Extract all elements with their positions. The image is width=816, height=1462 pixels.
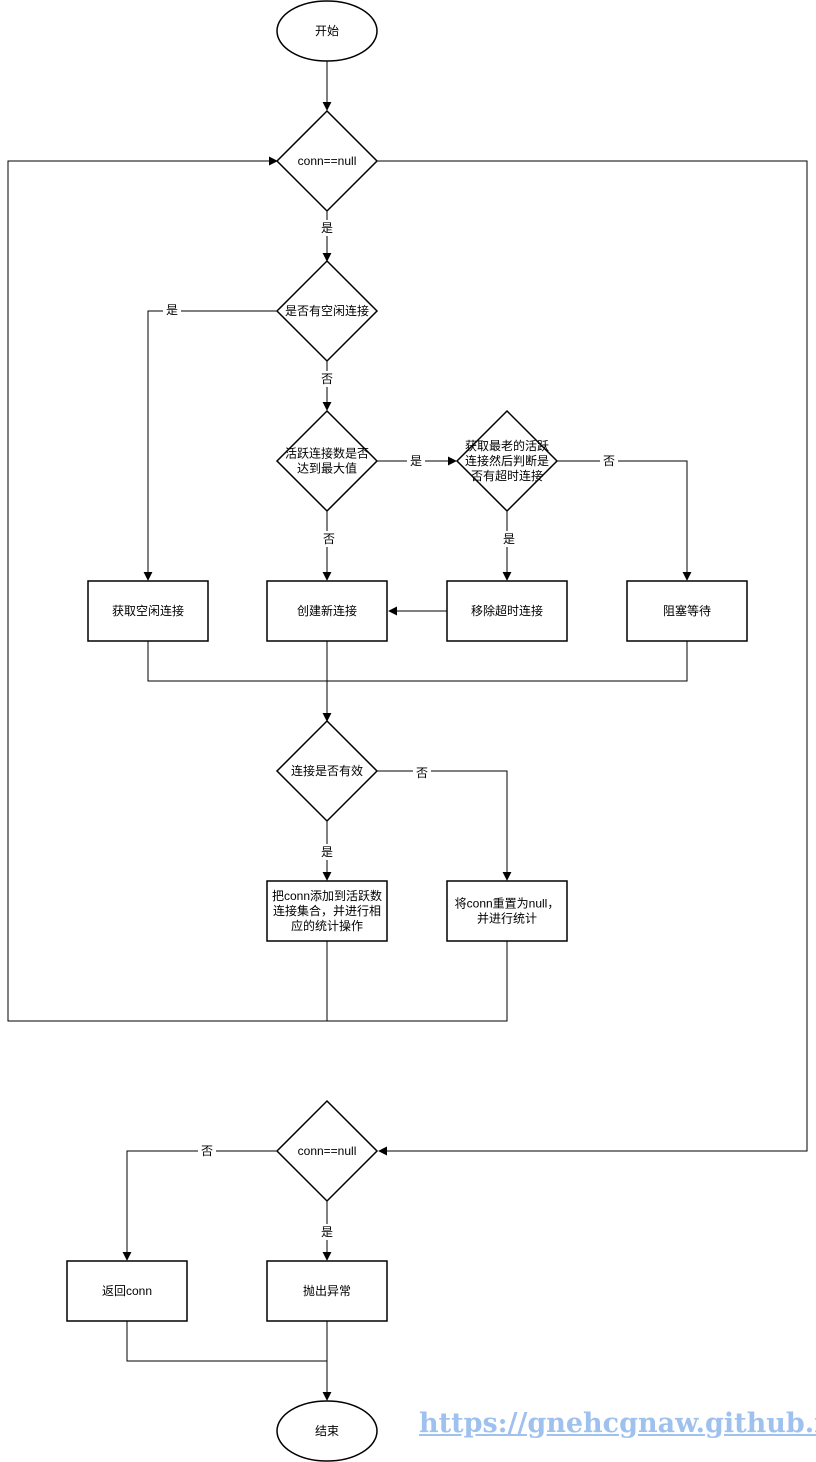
start-terminal [276,0,378,62]
edge-loop-back [7,156,508,1022]
edge-valid-no [377,770,512,881]
node-label-end-0: 结束 [315,1424,339,1438]
reset-null-process [446,880,568,942]
shapes [66,0,748,1462]
node-label-check-oldest-0: 获取最老的活跃 [465,438,549,453]
edge-label-max-no: 否 [323,532,335,546]
active-max-decision [275,409,379,513]
edge-label-final-yes: 是 [321,1225,333,1239]
node-labels: 开始conn==null是否有空闲连接活跃连接数是否达到最大值获取最老的活跃连接… [102,24,711,1438]
node-label-start-0: 开始 [315,24,339,38]
edge-label-idle-no: 否 [321,372,333,386]
node-label-reset-null-0: 将conn重置为null， [455,897,560,911]
edges [7,60,808,1401]
throw-exception-process [266,1260,388,1322]
node-label-create-new-0: 创建新连接 [297,603,357,618]
edge-label-valid-yes: 是 [321,845,333,859]
node-label-conn-null-1-0: conn==null [298,154,357,168]
edge-idle-yes [143,310,277,581]
remove-timeout-process [446,580,568,642]
node-label-check-oldest-1: 连接然后判断是 [465,453,549,468]
node-label-add-active-1: 连接集合，并进行相 [273,903,381,918]
end-terminal [276,1400,378,1462]
node-label-remove-timeout-0: 移除超时连接 [471,603,543,618]
check-oldest-decision [455,409,559,513]
add-active-process [266,880,388,942]
node-label-get-idle-0: 获取空闲连接 [112,603,184,618]
conn-valid-decision [275,719,379,823]
node-label-block-wait-0: 阻塞等待 [663,603,711,618]
edge-label-timeout-yes: 是 [503,532,515,546]
edge-label-timeout-no: 否 [603,454,615,468]
edge-labels: 是 是 否 是 否 否 是 否 是 否 是 [163,220,618,1240]
node-label-add-active-0: 把conn添加到活跃数 [272,888,382,903]
node-label-active-max-0: 活跃连接数是否 [285,446,369,461]
edge-label-check-yes: 是 [321,221,333,235]
edge-merge-line [147,641,688,682]
node-label-active-max-1: 达到最大值 [297,461,357,476]
edge-label-valid-no: 否 [416,766,428,780]
edge-label-final-no: 否 [201,1144,213,1158]
node-label-return-conn-0: 返回conn [102,1284,152,1298]
final-check-decision [275,1099,379,1203]
block-wait-process [626,580,748,642]
return-conn-process [66,1260,188,1322]
node-label-throw-ex-0: 抛出异常 [303,1283,351,1298]
node-label-reset-null-1: 并进行统计 [477,912,537,926]
edge-label-idle-yes: 是 [166,303,178,317]
edge-label-max-yes: 是 [410,454,422,468]
watermark-link[interactable]: https://gnehcgnaw.github.io/ [419,1408,816,1439]
create-new-process [266,580,388,642]
edge-timeout-no [557,460,692,581]
node-label-conn-valid-0: 连接是否有效 [291,763,363,778]
edge-check-to-final [377,160,808,1156]
node-label-check-oldest-2: 否有超时连接 [471,468,543,483]
conn-null-decision [275,109,379,213]
get-idle-process [87,580,209,642]
node-label-add-active-2: 应的统计操作 [291,918,363,933]
edge-final-no [122,1150,277,1261]
edge-return-merge [126,1321,327,1362]
node-label-conn-null-2-0: conn==null [298,1144,357,1158]
node-label-has-idle-0: 是否有空闲连接 [285,303,369,318]
has-idle-decision [275,259,379,363]
